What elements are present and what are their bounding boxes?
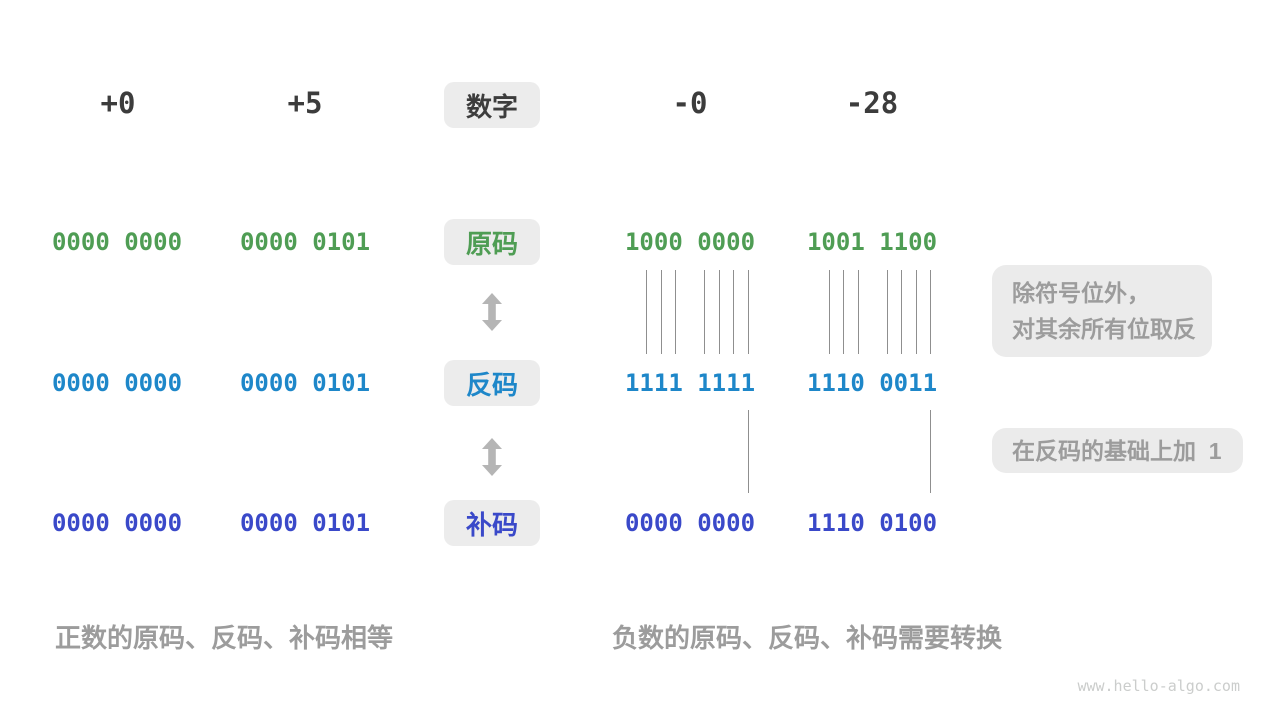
bit-tick-line: [719, 270, 720, 354]
bit-tick-line: [843, 270, 844, 354]
bit-tick-line: [829, 270, 830, 354]
ones-complement-value: 0000 0101: [239, 369, 371, 397]
add-one-note-text: 在反码的基础上加 1: [1012, 437, 1222, 464]
twos-complement-value: 1110 0100: [806, 509, 938, 537]
twos-complement-value: 0000 0101: [239, 509, 371, 537]
add-one-note: 在反码的基础上加 1: [992, 428, 1243, 473]
bit-tick-line: [887, 270, 888, 354]
bit-tick-line: [704, 270, 705, 354]
bit-tick-line: [930, 270, 931, 354]
number-label-neg-zero: -0: [672, 86, 708, 120]
twos-complement-value: 0000 0000: [51, 509, 183, 537]
bit-tick-line: [733, 270, 734, 354]
invert-bits-note-line1: 除符号位外，: [1012, 280, 1150, 306]
invert-bits-note-line2: 对其余所有位取反: [1012, 316, 1196, 342]
positive-numbers-caption: 正数的原码、反码、补码相等: [55, 623, 394, 653]
bit-tick-line: [858, 270, 859, 354]
ones-complement-value: 0000 0000: [51, 369, 183, 397]
sign-magnitude-value: 0000 0000: [51, 228, 183, 256]
up-down-arrow-icon: [482, 438, 502, 476]
sign-magnitude-badge: 原码: [444, 219, 540, 265]
bit-tick-line: [916, 270, 917, 354]
number-label-pos-five: +5: [287, 86, 323, 120]
watermark: www.hello-algo.com: [1077, 677, 1240, 695]
twos-complement-value: 0000 0000: [624, 509, 756, 537]
add-one-tick-line: [930, 410, 931, 493]
add-one-tick-line: [748, 410, 749, 493]
negative-numbers-caption: 负数的原码、反码、补码需要转换: [612, 623, 1003, 653]
twos-complement-badge: 补码: [444, 500, 540, 546]
ones-complement-badge: 反码: [444, 360, 540, 406]
number-label-pos-zero: +0: [100, 86, 136, 120]
ones-complement-value: 1111 1111: [624, 369, 756, 397]
up-down-arrow-icon: [482, 293, 502, 331]
invert-bits-note: 除符号位外， 对其余所有位取反: [992, 265, 1212, 357]
number-label-neg-28: -28: [845, 86, 899, 120]
ones-complement-value: 1110 0011: [806, 369, 938, 397]
bit-tick-line: [661, 270, 662, 354]
bit-tick-line: [901, 270, 902, 354]
sign-magnitude-value: 1000 0000: [624, 228, 756, 256]
bit-tick-line: [748, 270, 749, 354]
bit-tick-line: [675, 270, 676, 354]
sign-magnitude-value: 0000 0101: [239, 228, 371, 256]
number-row-badge: 数字: [444, 82, 540, 128]
bit-tick-line: [646, 270, 647, 354]
sign-magnitude-value: 1001 1100: [806, 228, 938, 256]
